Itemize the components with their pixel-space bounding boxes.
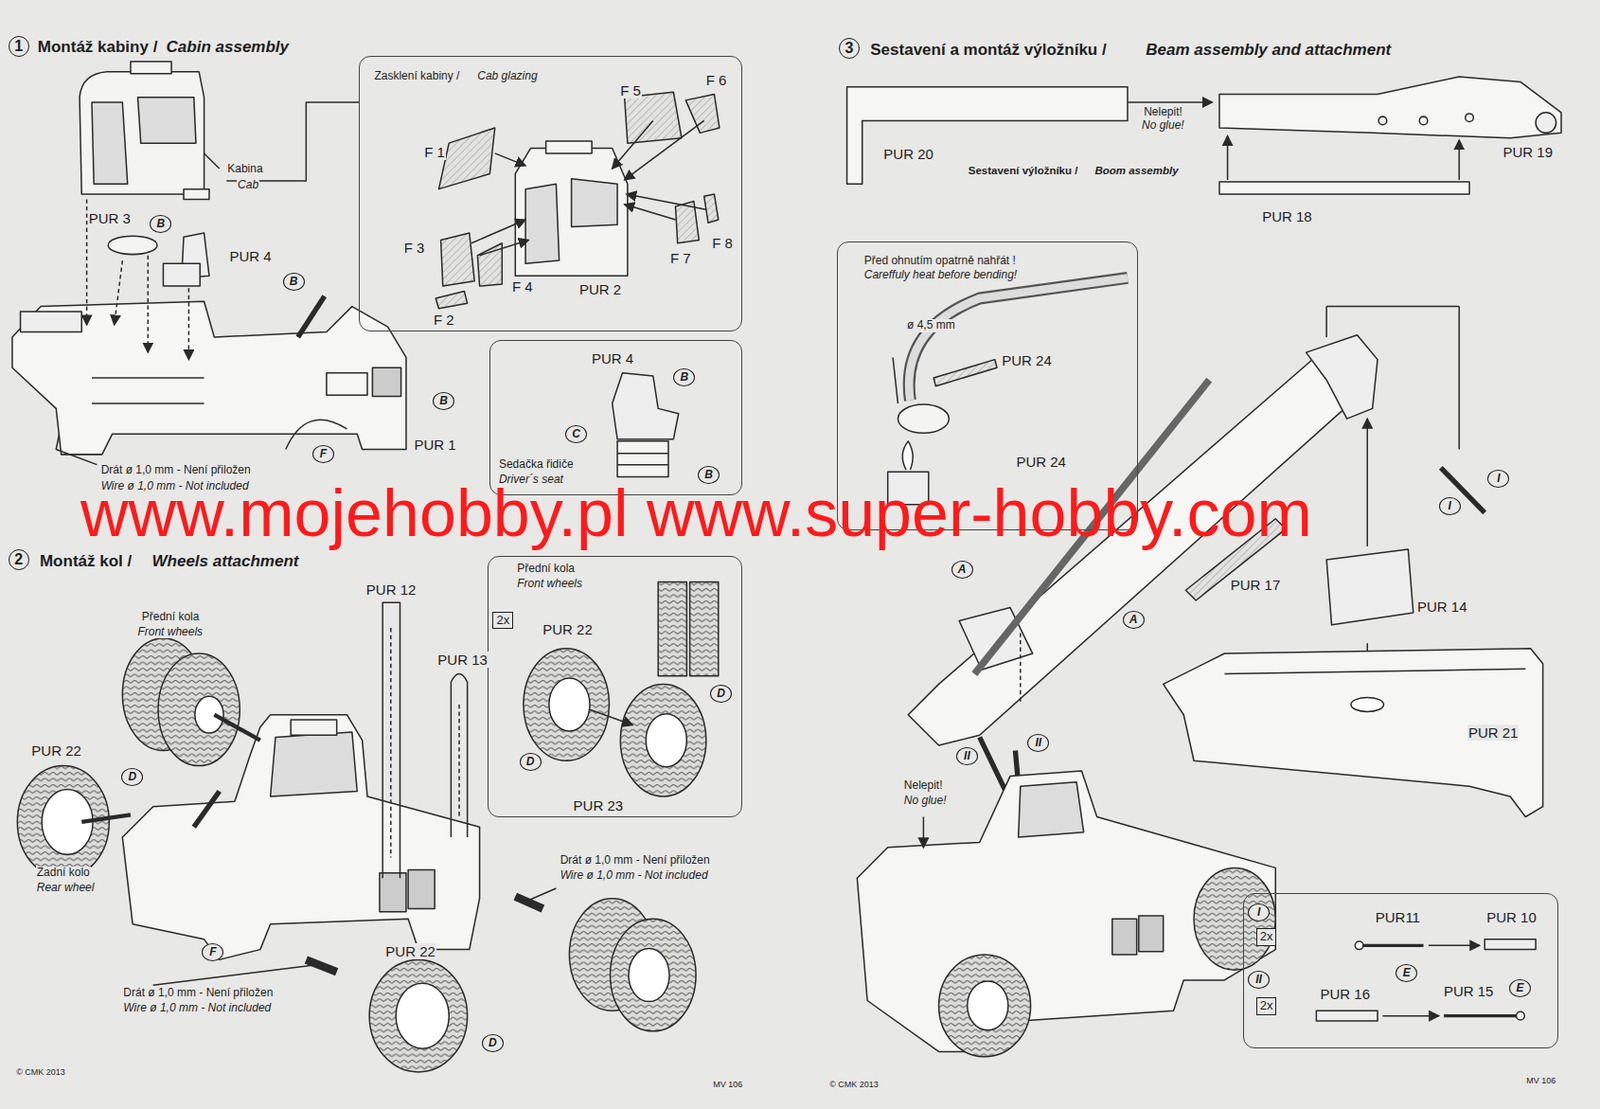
callout-number: PUR 3	[88, 210, 132, 227]
section-heading: Wheels attachment	[151, 551, 301, 571]
callout-number: PUR 2	[578, 281, 623, 298]
callout-number: PUR 19	[1502, 143, 1555, 160]
letter-marker: E	[1509, 978, 1531, 997]
callout-number: F 7	[669, 249, 693, 267]
callout-number: PUR 15	[1442, 982, 1495, 999]
inset-caption: Sedačka řidiče	[497, 458, 575, 472]
letter-marker: C	[565, 425, 587, 444]
letter-marker: II	[1027, 733, 1049, 752]
section-number: 2	[8, 549, 30, 570]
inset-heading: Zasklení kabiny /	[373, 70, 461, 84]
callout-number: PUR 14	[1416, 598, 1469, 615]
letter-marker: I	[1487, 469, 1510, 488]
callout-number: PUR 22	[384, 942, 437, 960]
subheading: Boom assembly	[1093, 164, 1179, 178]
letter-marker: D	[519, 752, 542, 771]
callout-number: PUR 21	[1467, 724, 1520, 741]
part-note: Zadní kolo	[35, 866, 91, 880]
inset-panel: I2xPUR11PUR 10EII2xPUR 16PUR 15E	[1243, 892, 1559, 1049]
glue-note: Nelepit!	[903, 779, 944, 793]
copyright: © CMK 2013	[828, 1079, 880, 1089]
section-heading: Montáž kabiny /	[36, 37, 160, 57]
inset-note: Careffuly heat before bending!	[863, 268, 1018, 283]
callout-number: PUR 18	[1261, 208, 1314, 225]
letter-marker: I	[1247, 903, 1270, 922]
inset-panel: Přední kolaFront wheels 2xPUR 22 D D PUR 23	[487, 555, 742, 818]
glue-note: Nelepit!	[1142, 106, 1184, 120]
glue-note: No glue!	[1140, 119, 1186, 133]
subheading: Sestavení výložníku /	[967, 164, 1080, 178]
letter-marker: A	[1122, 610, 1145, 629]
callout-number: PUR 13	[436, 651, 489, 668]
letter-marker: B	[283, 272, 305, 291]
section-heading: Cabin assembly	[165, 37, 290, 57]
copyright: © CMK 2013	[15, 1066, 67, 1077]
letter-marker: D	[481, 1033, 504, 1052]
wire-note: Drát ø 1,0 mm - Není přiložen	[122, 986, 274, 1000]
part-note: Kabina	[226, 162, 264, 177]
letter-marker: B	[149, 214, 172, 233]
callout-number: F 2	[432, 311, 456, 328]
letter-marker: B	[673, 368, 695, 387]
quantity-mark: 2x	[1256, 927, 1278, 946]
sheet-code: MV 106	[1525, 1075, 1557, 1085]
callout-number: F 5	[619, 82, 642, 99]
section-heading: Montáž kol /	[38, 551, 133, 571]
letter-marker: D	[121, 767, 143, 786]
watermark: www.mojehobby.pl www.super-hobby.com	[79, 480, 1314, 547]
callout-number: F 1	[423, 143, 446, 160]
callout-number: PUR 20	[882, 145, 935, 162]
callout-number: PUR 10	[1485, 908, 1538, 925]
letter-marker: A	[951, 560, 974, 579]
callout-number: PUR 4	[590, 350, 635, 367]
callout-number: F 8	[711, 234, 734, 251]
part-note: Front wheels	[136, 625, 204, 640]
part-note: Cab	[236, 178, 260, 193]
wire-note: Drát ø 1,0 mm - Není přiložen	[559, 853, 712, 868]
wire-note: Wire ø 1,0 mm - Not included	[559, 869, 710, 883]
section-number: 3	[838, 37, 860, 59]
inset-heading: Front wheels	[515, 577, 584, 591]
inset-heading: Přední kola	[515, 562, 576, 576]
callout-number: PUR 12	[365, 581, 418, 598]
section-heading: Beam assembly and attachment	[1144, 40, 1392, 60]
callout-number: PUR 17	[1229, 576, 1282, 593]
wire-note: Wire ø 1,0 mm - Not included	[122, 1001, 272, 1015]
quantity-mark: 2x	[1256, 996, 1278, 1015]
callout-number: PUR 24	[1014, 453, 1067, 470]
dimension: ø 4,5 mm	[906, 319, 957, 333]
letter-marker: II	[1247, 970, 1270, 989]
letter-marker: E	[1395, 963, 1418, 982]
inset-panel: PUR 4BCBSedačka řidičeDriver´s seat	[489, 339, 742, 496]
inset-panel: Zasklení kabiny / Cab glazing F 1 F 5 F 6 F 3…	[358, 55, 742, 332]
callout-number: PUR 22	[541, 621, 594, 638]
section-heading: Sestavení a montáž výložníku /	[869, 40, 1107, 60]
inset-heading: Cab glazing	[476, 70, 538, 84]
callout-number: PUR 4	[228, 248, 272, 265]
callout-number: PUR 22	[30, 742, 83, 759]
callout-number: F 3	[403, 239, 427, 256]
letter-marker: D	[710, 684, 732, 703]
inset-note: Před ohnutím opatrně nahřát !	[863, 254, 1017, 268]
part-note: Přední kola	[141, 610, 201, 624]
callout-number: F 4	[511, 278, 534, 295]
sheet-code: MV 106	[711, 1079, 744, 1089]
letter-marker: F	[312, 444, 335, 463]
quantity-mark: 2x	[492, 611, 514, 630]
glue-note: No glue!	[903, 794, 948, 808]
callout-number: PUR 23	[572, 797, 625, 814]
callout-number: F 6	[705, 71, 729, 89]
callout-number: PUR11	[1374, 908, 1422, 925]
letter-marker: II	[956, 746, 978, 765]
letter-marker: B	[432, 391, 455, 410]
part-note: Rear wheel	[35, 881, 96, 895]
section-number: 1	[8, 35, 30, 57]
callout-number: PUR 16	[1319, 985, 1372, 1002]
wire-note: Drát ø 1,0 mm - Není přiložen	[100, 463, 252, 478]
callout-number: PUR 24	[1000, 352, 1053, 369]
callout-number: PUR 1	[413, 436, 458, 453]
letter-marker: I	[1439, 497, 1461, 516]
